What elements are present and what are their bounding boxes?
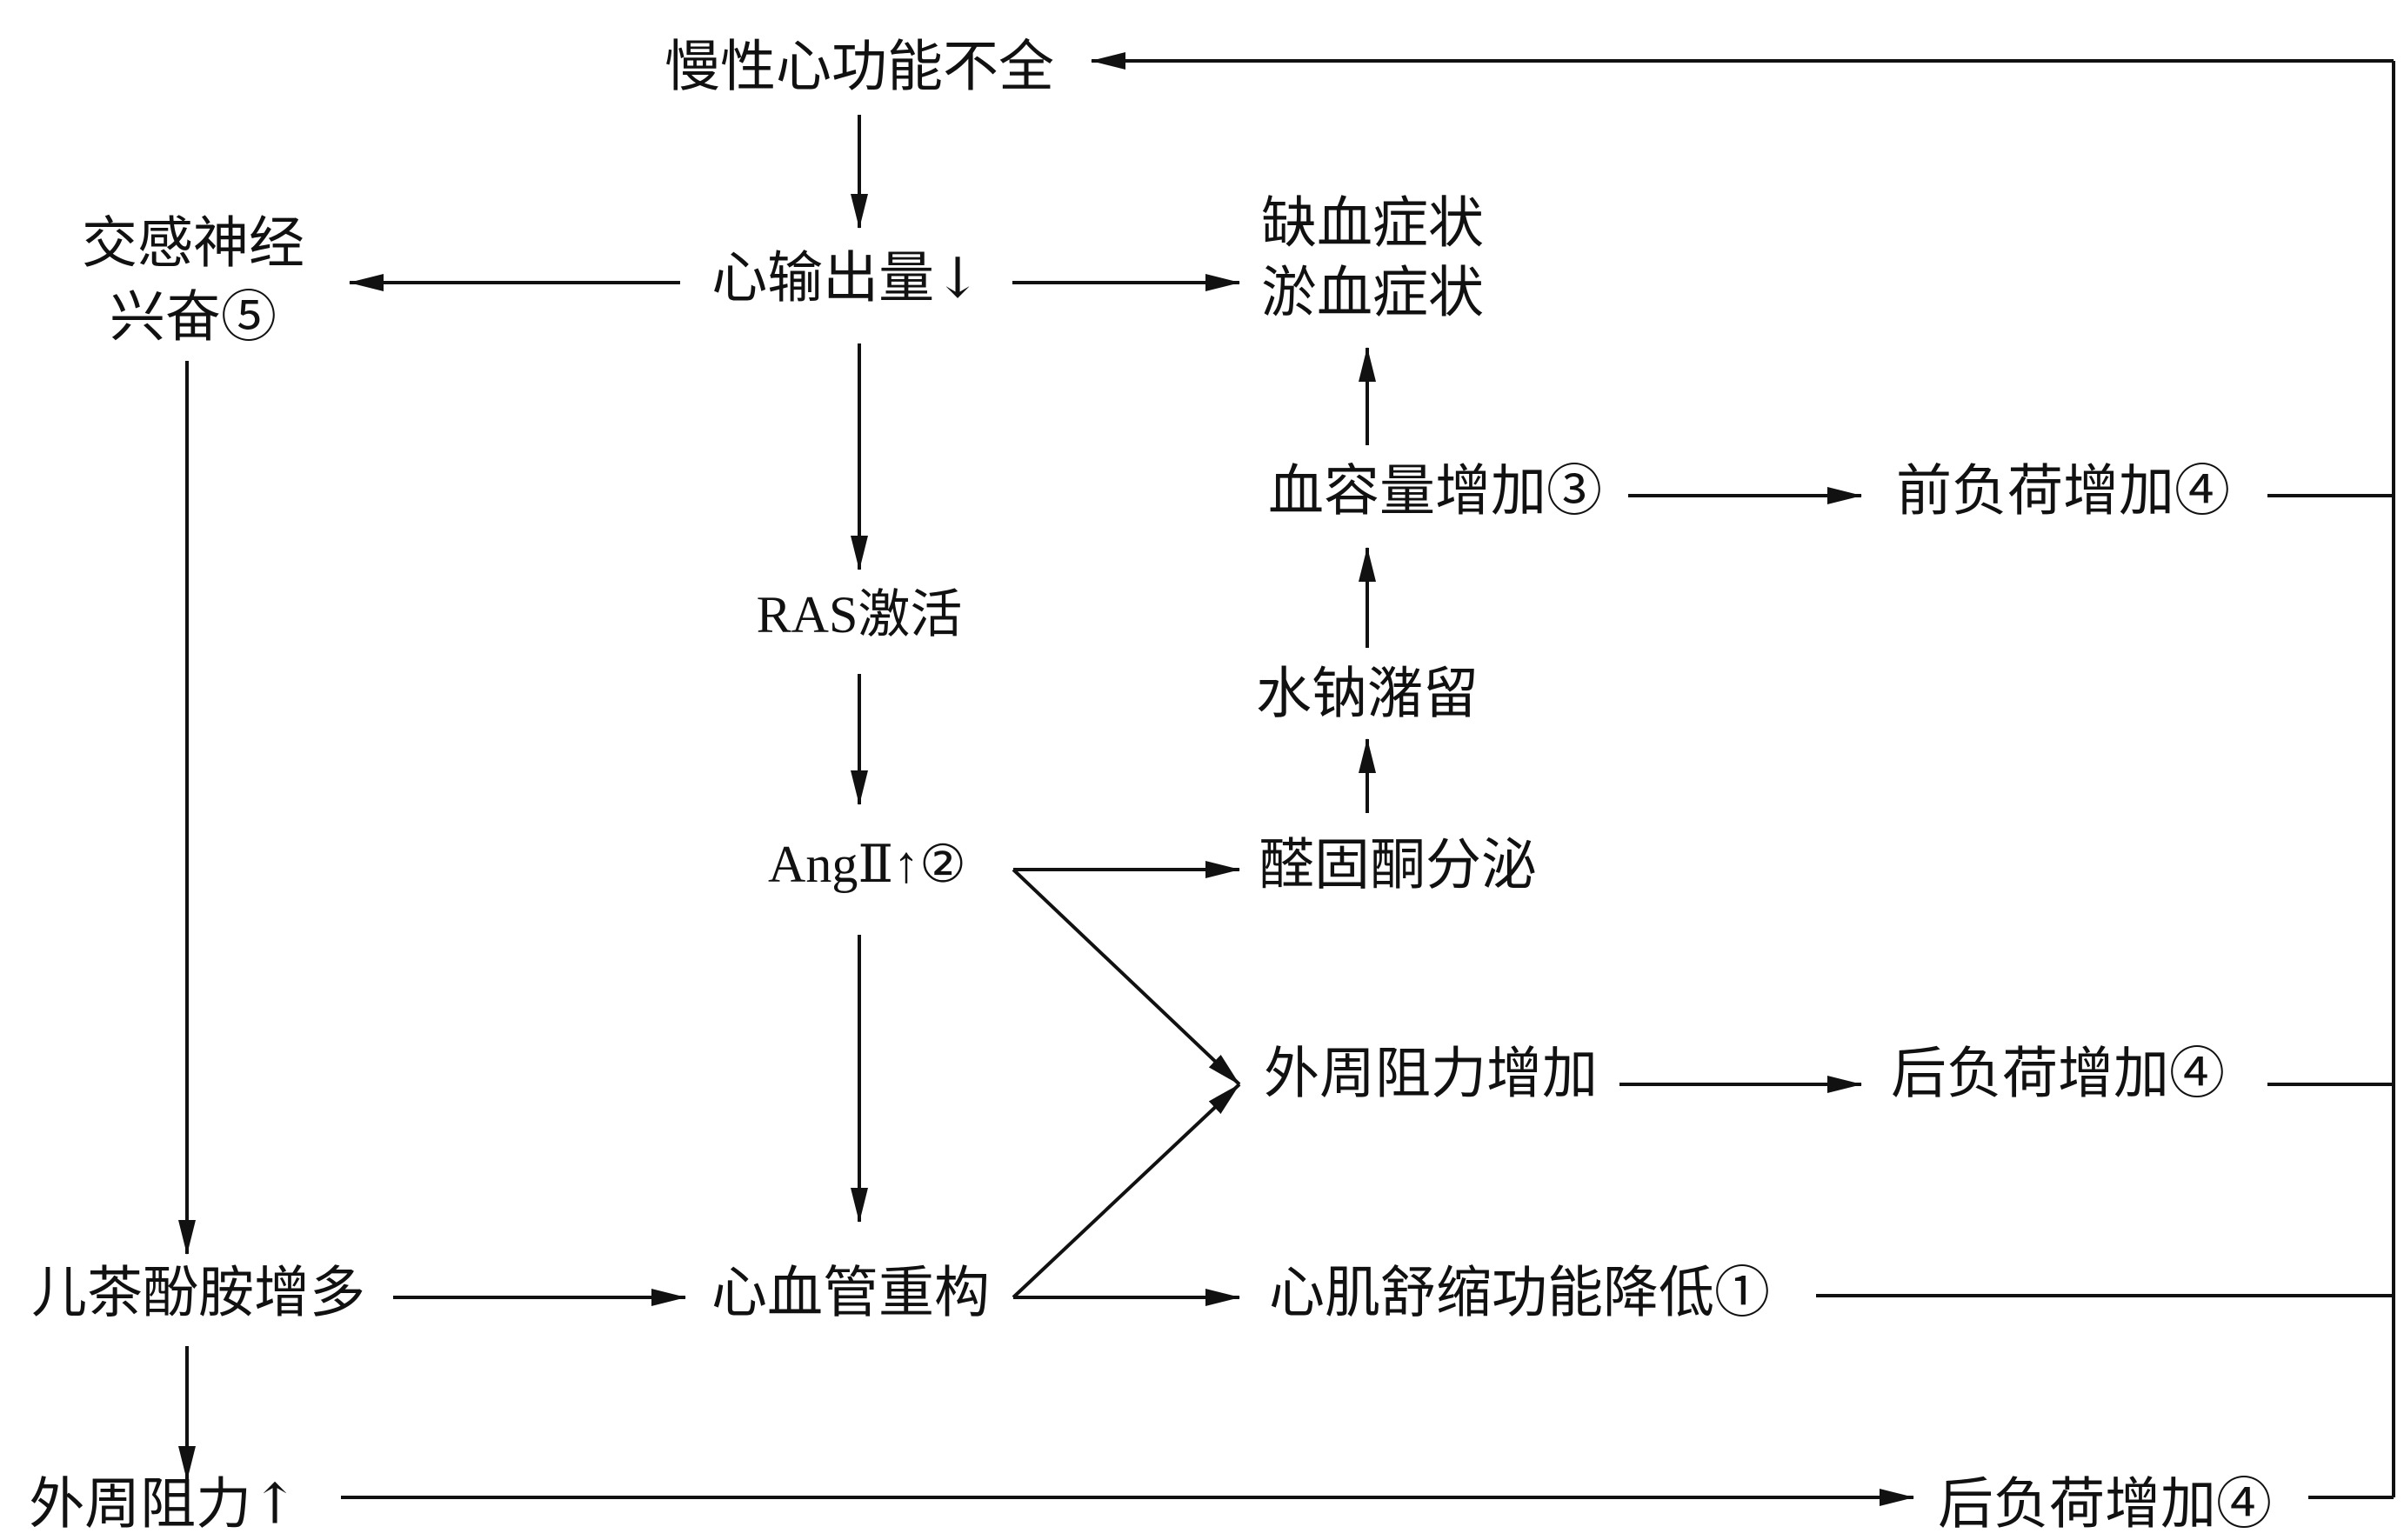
node-peripheral-resistance: 外周阻力增加 (1264, 1043, 1598, 1107)
node-ang2: AngⅡ↑② (768, 836, 966, 893)
node-sympathetic-line1: 交感神经 (82, 212, 304, 277)
edge-remodeling-to-peripheral-resistance (1012, 1083, 1241, 1299)
node-preload: 前负荷增加④ (1896, 460, 2230, 524)
node-ischemia-symptoms: 缺血症状 (1261, 192, 1484, 257)
node-congestion-symptoms: 淤血症状 (1261, 262, 1484, 326)
node-myocardial: 心肌舒缩功能降低① (1269, 1262, 1770, 1326)
node-catecholamine: 儿茶酚胺增多 (31, 1262, 365, 1326)
node-cardiac-output: 心输出量↓ (711, 247, 981, 311)
node-ras: RAS激活 (757, 586, 963, 643)
node-water-sodium: 水钠潴留 (1256, 663, 1479, 727)
node-afterload-1: 后负荷增加④ (1891, 1043, 2225, 1107)
node-chronic-heart-failure: 慢性心功能不全 (664, 36, 1054, 100)
node-afterload-2: 后负荷增加④ (1938, 1473, 2272, 1537)
node-aldosterone: 醛固酮分泌 (1259, 834, 1537, 898)
node-blood-volume: 血容量增加③ (1268, 460, 1602, 524)
node-sympathetic-line2: 兴奋⑤ (110, 286, 277, 350)
node-peripheral-up: 外周阻力↑ (29, 1473, 298, 1537)
edge-ang-to-peripheral-resistance (1012, 868, 1241, 1086)
node-cv-remodeling: 心血管重构 (711, 1262, 990, 1326)
